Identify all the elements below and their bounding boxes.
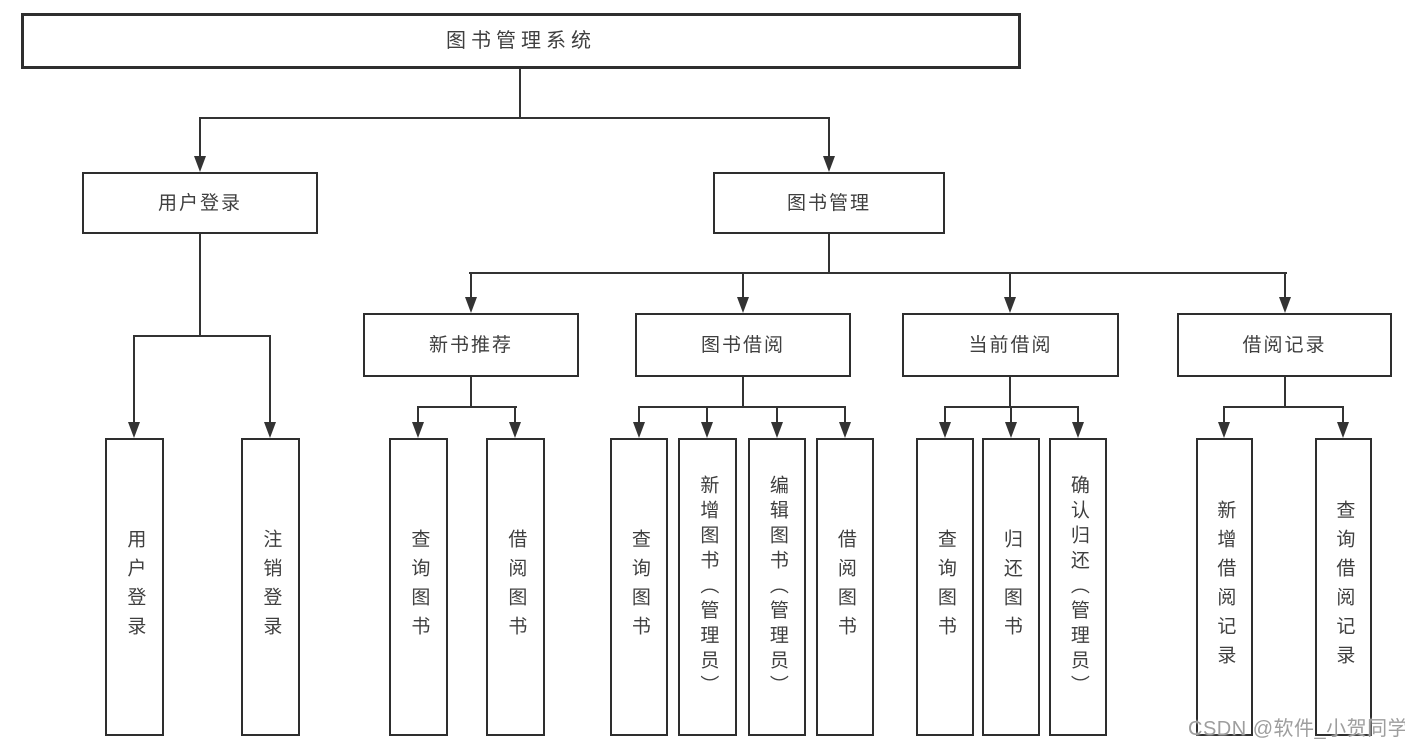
node-label: 图书管理系统	[446, 30, 596, 52]
connector-line	[199, 234, 201, 336]
connector-line	[638, 406, 846, 408]
node-label: 借阅图书	[505, 529, 527, 645]
connector-line	[1009, 377, 1011, 407]
arrowhead-icon	[465, 297, 477, 313]
node-label: 图书借阅	[700, 334, 785, 356]
arrowhead-icon	[1005, 422, 1017, 438]
node-label: 当前借阅	[968, 334, 1053, 356]
connector-line	[776, 406, 778, 422]
node-label: 归还图书	[1000, 529, 1022, 645]
connector-line	[828, 117, 830, 156]
connector-line	[1223, 406, 1225, 422]
node-leaf-add-borrow-record: 新增借阅记录	[1196, 438, 1253, 736]
arrowhead-icon	[1337, 422, 1349, 438]
node-label: 查询图书	[628, 529, 650, 645]
connector-line	[519, 69, 521, 118]
connector-line	[1010, 406, 1012, 422]
node-label: 注销登录	[260, 529, 282, 645]
connector-line	[742, 377, 744, 407]
node-leaf-bookborrow-borrow-books: 借阅图书	[816, 438, 874, 736]
arrowhead-icon	[1279, 297, 1291, 313]
connector-line	[1284, 377, 1286, 407]
node-user-login: 用户登录	[82, 172, 318, 234]
node-leaf-edit-books-admin: 编辑图书（管理员）	[748, 438, 806, 736]
connector-line	[199, 117, 201, 156]
connector-line	[844, 406, 846, 422]
node-leaf-confirm-return-admin: 确认归还（管理员）	[1049, 438, 1107, 736]
node-label: 查询图书	[934, 529, 956, 645]
node-new-book-recommend: 新书推荐	[363, 313, 579, 377]
node-leaf-add-books-admin: 新增图书（管理员）	[678, 438, 737, 736]
connector-line	[1009, 272, 1011, 297]
node-book-borrow: 图书借阅	[635, 313, 851, 377]
connector-line	[417, 406, 419, 422]
connector-line	[1342, 406, 1344, 422]
node-label: 用户登录	[157, 192, 242, 214]
connector-line	[1284, 272, 1286, 297]
arrowhead-icon	[264, 422, 276, 438]
node-book-management: 图书管理	[713, 172, 945, 234]
connector-line	[828, 234, 830, 273]
node-label: 新增图书（管理员）	[697, 474, 719, 700]
connector-line	[638, 406, 640, 422]
node-label: 新增借阅记录	[1214, 500, 1236, 674]
connector-line	[199, 117, 830, 119]
node-label: 查询图书	[408, 529, 430, 645]
arrowhead-icon	[701, 422, 713, 438]
connector-line	[133, 335, 271, 337]
arrowhead-icon	[128, 422, 140, 438]
node-label: 新书推荐	[428, 334, 513, 356]
node-label: 查询借阅记录	[1333, 500, 1355, 674]
node-leaf-bookborrow-query-books: 查询图书	[610, 438, 668, 736]
arrowhead-icon	[839, 422, 851, 438]
connector-line	[469, 272, 1287, 274]
connector-line	[1223, 406, 1344, 408]
node-label: 借阅图书	[834, 529, 856, 645]
connector-line	[269, 335, 271, 422]
node-root: 图书管理系统	[21, 13, 1021, 69]
connector-line	[133, 335, 135, 422]
arrowhead-icon	[509, 422, 521, 438]
node-leaf-return-books: 归还图书	[982, 438, 1040, 736]
connector-line	[742, 272, 744, 297]
node-leaf-currentborrow-query-books: 查询图书	[916, 438, 974, 736]
connector-line	[944, 406, 946, 422]
arrowhead-icon	[823, 156, 835, 172]
arrowhead-icon	[194, 156, 206, 172]
node-label: 图书管理	[786, 192, 871, 214]
node-label: 编辑图书（管理员）	[766, 474, 788, 700]
node-leaf-recommend-query-books: 查询图书	[389, 438, 448, 736]
node-label: 确认归还（管理员）	[1067, 474, 1089, 700]
arrowhead-icon	[737, 297, 749, 313]
watermark: CSDN @软件_小贺同学	[1188, 718, 1405, 740]
arrowhead-icon	[1218, 422, 1230, 438]
arrowhead-icon	[1072, 422, 1084, 438]
connector-line	[417, 406, 517, 408]
arrowhead-icon	[771, 422, 783, 438]
arrowhead-icon	[633, 422, 645, 438]
connector-line	[706, 406, 708, 422]
node-borrow-records: 借阅记录	[1177, 313, 1392, 377]
node-label: 借阅记录	[1242, 334, 1327, 356]
node-leaf-recommend-borrow-books: 借阅图书	[486, 438, 545, 736]
node-label: 用户登录	[124, 529, 146, 645]
node-leaf-query-borrow-record: 查询借阅记录	[1315, 438, 1372, 736]
node-current-borrow: 当前借阅	[902, 313, 1119, 377]
arrowhead-icon	[1004, 297, 1016, 313]
arrowhead-icon	[412, 422, 424, 438]
node-leaf-user-login: 用户登录	[105, 438, 164, 736]
arrowhead-icon	[939, 422, 951, 438]
connector-line	[470, 272, 472, 297]
connector-line	[1077, 406, 1079, 422]
connector-line	[470, 377, 472, 407]
node-leaf-logout: 注销登录	[241, 438, 300, 736]
connector-line	[514, 406, 516, 422]
